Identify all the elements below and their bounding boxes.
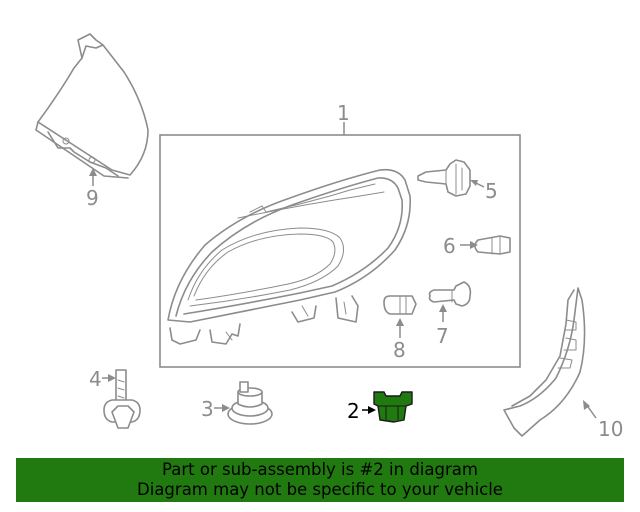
notice-line-part: Part or sub-assembly is #2 in diagram	[162, 460, 478, 479]
part-5-bulb[interactable]	[417, 159, 471, 197]
callout-4: 4	[89, 367, 102, 391]
part-3-grommet[interactable]	[227, 381, 273, 425]
part-8-bulb[interactable]	[383, 295, 417, 315]
part-1-headlamp-assembly[interactable]	[167, 168, 412, 345]
callout-1: 1	[337, 101, 350, 125]
notice-banner: Part or sub-assembly is #2 in diagram Di…	[16, 458, 624, 502]
part-9-bracket[interactable]	[35, 33, 149, 179]
part-6-bulb[interactable]	[474, 235, 511, 255]
part-7-bulb[interactable]	[428, 281, 472, 307]
callout-7: 7	[436, 324, 449, 348]
callout-3: 3	[201, 397, 214, 421]
part-4-bolt[interactable]	[103, 369, 141, 429]
callout-8: 8	[393, 338, 406, 362]
callout-10: 10	[598, 417, 623, 441]
callout-2: 2	[347, 399, 360, 423]
callout-5: 5	[485, 179, 498, 203]
part-2-highlight-fill	[373, 391, 413, 423]
notice-line-disclaimer: Diagram may not be specific to your vehi…	[137, 480, 503, 499]
part-10-side-trim[interactable]	[503, 287, 586, 437]
callout-6: 6	[443, 234, 456, 258]
part-1-boundary-box	[159, 134, 521, 368]
part-2-clip-highlighted[interactable]	[373, 391, 413, 423]
callout-9: 9	[86, 186, 99, 210]
